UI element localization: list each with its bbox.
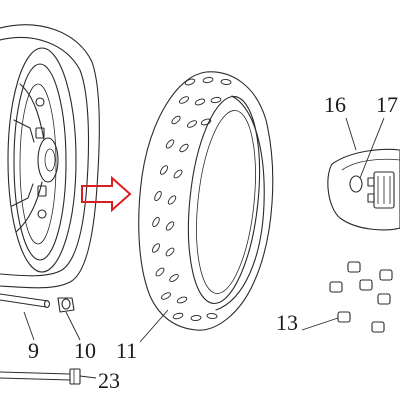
callout-9: 9 (28, 338, 39, 363)
small-blocks-part (329, 261, 393, 333)
callout-17: 17 (376, 92, 398, 117)
wheel-hub-assembly (0, 24, 100, 289)
nut-part (57, 297, 75, 313)
callout-10: 10 (74, 338, 96, 363)
tire-tread-holes (152, 76, 232, 321)
callout-13: 13 (276, 310, 298, 335)
direction-arrow (81, 175, 132, 213)
motor-cover-assembly (327, 148, 400, 231)
leader-lines (23, 117, 385, 379)
tire-part (138, 71, 274, 331)
callout-23: 23 (98, 368, 120, 393)
long-bolt-part (0, 368, 81, 385)
callout-16: 16 (324, 92, 346, 117)
callout-11: 11 (116, 338, 137, 363)
axle-rod-part (0, 293, 51, 309)
